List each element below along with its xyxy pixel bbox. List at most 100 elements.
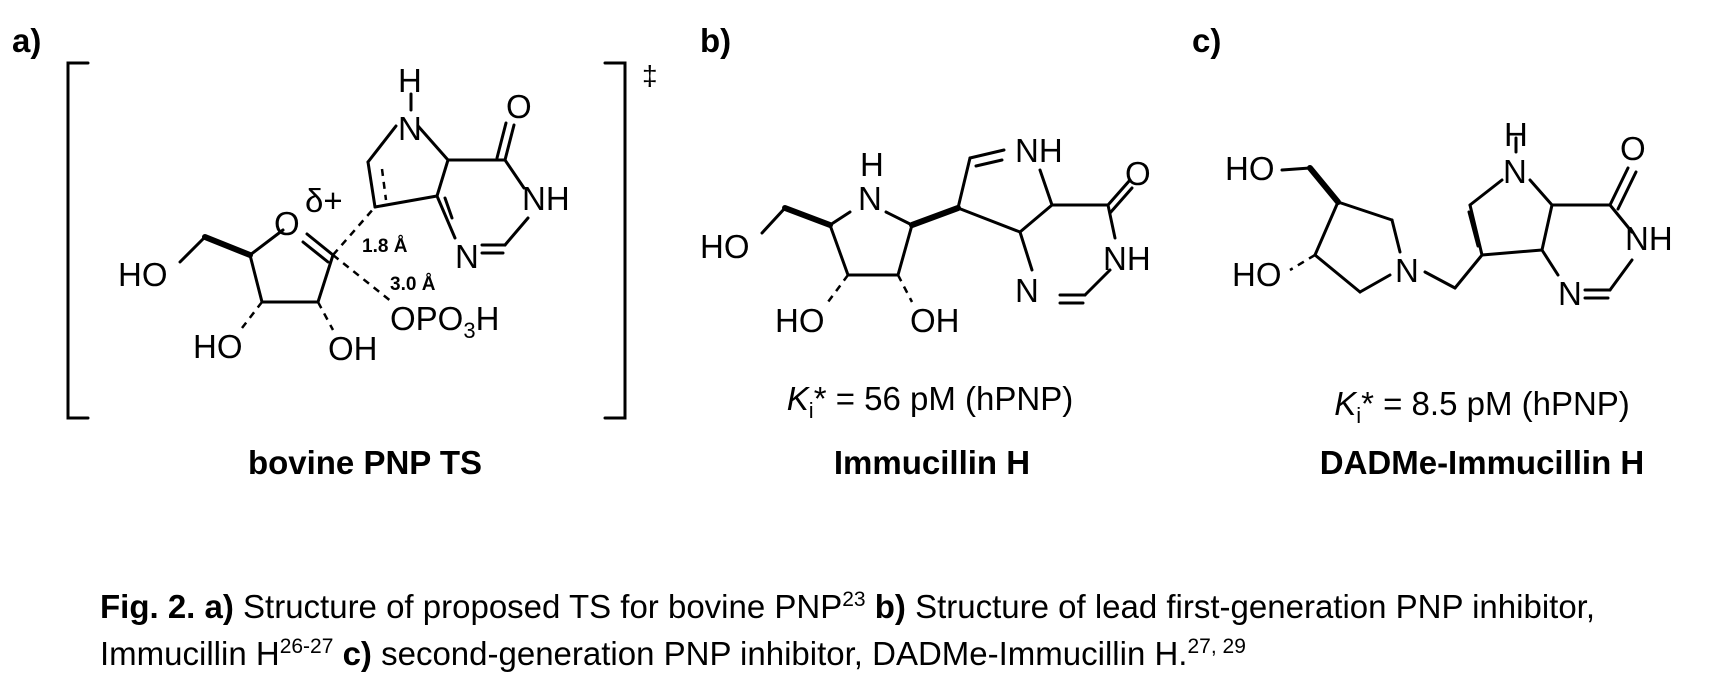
bond <box>1453 253 1484 290</box>
bond <box>503 123 516 162</box>
bond <box>305 232 335 257</box>
ki-value: Ki* = 8.5 pM (hPNP) <box>1334 385 1630 428</box>
atom-nh: NH <box>1103 240 1151 277</box>
bond <box>316 253 335 304</box>
panel-c-label: c) <box>1192 22 1221 59</box>
bond <box>828 223 850 277</box>
caption-fig-label: Fig. 2. <box>100 588 196 625</box>
bond <box>1313 200 1340 257</box>
atom-n: N <box>455 238 479 275</box>
bond <box>1423 270 1457 290</box>
bond <box>1608 258 1634 292</box>
panel-a-label: a) <box>12 22 41 59</box>
atom-ho: HO <box>1232 256 1282 293</box>
delta-plus: δ+ <box>305 182 343 219</box>
distance-label: 3.0 Å <box>390 274 436 295</box>
atom-n: N <box>858 180 882 217</box>
bond <box>884 210 914 227</box>
wedge-bond <box>1307 165 1341 205</box>
hash-bond <box>896 274 914 303</box>
panel-b: b) NH O NH N H N HO HO OH <box>700 22 1151 481</box>
bond <box>435 158 450 198</box>
atom-o: O <box>1620 130 1646 167</box>
bond <box>1608 203 1634 234</box>
compound-name: bovine PNP TS <box>248 444 482 481</box>
bond <box>1608 166 1630 207</box>
atom-nh: NH <box>522 180 570 217</box>
bond <box>495 121 508 160</box>
bond <box>1108 186 1134 215</box>
compound-name: Immucillin H <box>834 444 1030 481</box>
partial-bond-1-8 <box>332 206 376 256</box>
bond <box>1480 248 1544 257</box>
atom-o: O <box>506 88 532 125</box>
atom-n: N <box>1558 275 1582 312</box>
distance-label: 1.8 Å <box>362 236 408 257</box>
atom-oh: OH <box>910 302 960 339</box>
atom-nh: NH <box>1625 220 1673 257</box>
atom-opo3h: OPO3H <box>390 300 499 343</box>
panel-a: a) ‡ <box>12 22 658 481</box>
bond <box>1280 166 1312 172</box>
bond <box>956 156 972 210</box>
bond <box>956 206 1022 234</box>
bond <box>301 240 330 264</box>
bond <box>366 124 398 164</box>
bond <box>896 223 914 277</box>
ts-double-dagger: ‡ <box>642 60 658 91</box>
caption-a-label: a) <box>204 588 234 625</box>
wedge-bond <box>909 205 961 228</box>
caption-c-label: c) <box>333 635 372 672</box>
bond <box>1336 200 1394 222</box>
bond <box>443 196 454 220</box>
hash-bond <box>241 301 263 329</box>
atom-o-ring: O <box>274 205 300 242</box>
atom-n: N <box>1015 272 1039 309</box>
bond <box>435 194 457 240</box>
bond <box>1528 178 1554 207</box>
caption-c-text: second-generation PNP inhibitor, DADMe-I… <box>371 635 1188 672</box>
bond <box>1083 268 1112 297</box>
compound-name: DADMe-Immucillin H <box>1320 444 1645 481</box>
bond <box>1468 178 1504 207</box>
atom-h: H <box>860 146 884 183</box>
bond <box>366 160 377 209</box>
hash-bond <box>826 274 850 303</box>
left-bracket <box>66 61 90 420</box>
partial-bond <box>380 168 388 201</box>
caption-a-ref: 23 <box>842 588 866 611</box>
bond <box>1540 203 1554 252</box>
atom-nh: NH <box>1015 132 1063 169</box>
panel-b-label: b) <box>700 22 731 59</box>
caption-c-ref: 27, 29 <box>1187 635 1246 658</box>
bond <box>416 124 450 162</box>
hash-bond <box>316 301 335 331</box>
atom-oh: OH <box>328 330 378 367</box>
bond <box>1018 230 1034 272</box>
bond <box>974 158 1004 168</box>
right-bracket <box>603 61 627 420</box>
bond <box>1038 168 1054 207</box>
atom-h: H <box>398 62 422 99</box>
bond <box>178 235 207 264</box>
bond <box>1106 203 1117 240</box>
bond <box>1540 248 1560 277</box>
bond <box>1616 170 1638 211</box>
atom-n: N <box>1395 252 1419 289</box>
atom-n: N <box>398 110 422 147</box>
bond <box>968 148 1006 160</box>
bond <box>503 216 530 247</box>
bond <box>503 158 526 190</box>
atom-ho: HO <box>775 302 825 339</box>
atom-ho: HO <box>1225 150 1275 187</box>
wedge-bond <box>782 205 833 228</box>
bond <box>1390 218 1402 254</box>
bond <box>248 253 264 304</box>
hash-bond <box>1289 253 1316 272</box>
bond <box>828 210 852 227</box>
caption-b-label: b) <box>865 588 906 625</box>
atom-ho: HO <box>193 328 243 365</box>
partial-bond-3-0 <box>332 254 393 303</box>
atom-n: N <box>1503 153 1527 190</box>
